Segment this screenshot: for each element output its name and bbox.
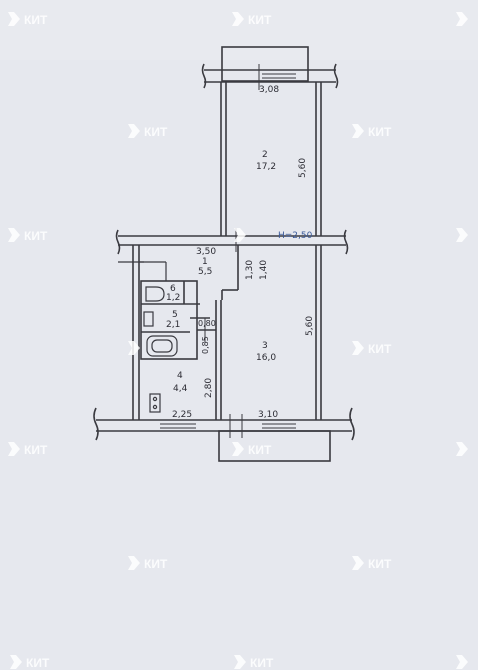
dim-niche-a: 1,30 [245, 260, 255, 280]
watermark-logo [128, 341, 140, 355]
watermark-logo: КИТ [234, 655, 274, 670]
room-2-number: 2 [262, 150, 268, 160]
watermark-logo: КИТ [8, 228, 48, 243]
logo-icon [8, 228, 20, 242]
logo-icon [8, 442, 20, 456]
dim-bath-width: 0,80 [198, 319, 216, 328]
logo-icon [234, 655, 246, 669]
top-balcony [221, 46, 309, 82]
svg-text:КИТ: КИТ [250, 656, 274, 670]
toilet-icon [145, 286, 165, 302]
dim-kitchen-width: 2,25 [172, 410, 192, 420]
dim-room2-length: 5,60 [298, 158, 308, 178]
room-1-number: 1 [202, 257, 208, 267]
room-3-area: 16,0 [256, 353, 276, 363]
watermark-logo [456, 228, 468, 242]
watermark-logo: КИТ [8, 442, 48, 457]
room-5-number: 5 [172, 310, 178, 320]
svg-text:КИТ: КИТ [368, 557, 392, 571]
walls [93, 46, 355, 462]
fixtures [143, 286, 178, 413]
logo-icon [352, 556, 364, 570]
dim-corridor: 2,80 [204, 378, 214, 398]
watermark-logo: КИТ [352, 556, 392, 571]
svg-text:КИТ: КИТ [368, 125, 392, 139]
watermark-logo: КИТ [128, 124, 168, 139]
svg-text:КИТ: КИТ [248, 13, 272, 27]
logo-icon [232, 442, 244, 456]
svg-text:КИТ: КИТ [144, 125, 168, 139]
svg-text:КИТ: КИТ [24, 13, 48, 27]
logo-icon [128, 341, 140, 355]
watermark-logo: КИТ [352, 341, 392, 356]
watermarks: КИТ КИТ КИТ КИТ КИТ [8, 12, 468, 670]
svg-text:КИТ: КИТ [144, 557, 168, 571]
dim-room3-width: 3,10 [258, 410, 278, 420]
paper-light [0, 0, 478, 60]
logo-icon [128, 556, 140, 570]
watermark-logo: КИТ [128, 556, 168, 571]
dim-room3-length: 5,60 [305, 316, 315, 336]
ceiling-height: H=2,50 [278, 231, 313, 241]
room-5-area: 2,1 [166, 320, 180, 330]
dim-hall-width: 3,50 [196, 247, 216, 257]
room-2-area: 17,2 [256, 162, 276, 172]
labels: 3,08 2 17,2 5,60 3,50 H=2,50 1,30 1,40 1… [166, 85, 315, 420]
logo-icon [234, 228, 246, 242]
watermark-logo: КИТ [10, 655, 50, 670]
bottom-balcony [218, 430, 331, 462]
watermark-logo [456, 655, 468, 669]
logo-icon [352, 124, 364, 138]
logo-icon [232, 12, 244, 26]
room-6-area: 1,2 [166, 293, 180, 303]
room-4-area: 4,4 [173, 384, 188, 394]
wet-block [140, 280, 198, 360]
logo-icon [456, 12, 468, 26]
sink-icon [143, 311, 154, 327]
watermark-logo: КИТ [8, 12, 48, 27]
svg-text:КИТ: КИТ [24, 443, 48, 457]
logo-icon [352, 341, 364, 355]
watermark-logo [456, 442, 468, 456]
room-1-area: 5,5 [198, 267, 212, 277]
dim-top-width: 3,08 [259, 85, 279, 95]
logo-icon [10, 655, 22, 669]
watermark-logo [234, 228, 246, 242]
bathtub-icon [146, 335, 178, 357]
logo-icon [456, 442, 468, 456]
room-4-number: 4 [177, 371, 183, 381]
watermark-logo: КИТ [232, 442, 272, 457]
svg-text:КИТ: КИТ [26, 656, 50, 670]
watermark-logo [456, 12, 468, 26]
watermark-logo: КИТ [352, 124, 392, 139]
stove-icon [149, 393, 161, 413]
dim-bath-small: 0,85 [201, 336, 210, 354]
logo-icon [8, 12, 20, 26]
logo-icon [456, 228, 468, 242]
logo-icon [128, 124, 140, 138]
svg-text:КИТ: КИТ [368, 342, 392, 356]
room-6-number: 6 [170, 284, 176, 294]
watermark-logo: КИТ [232, 12, 272, 27]
dim-niche-b: 1,40 [259, 260, 269, 280]
svg-text:КИТ: КИТ [248, 443, 272, 457]
logo-icon [456, 655, 468, 669]
room-3-number: 3 [262, 341, 268, 351]
svg-text:КИТ: КИТ [24, 229, 48, 243]
